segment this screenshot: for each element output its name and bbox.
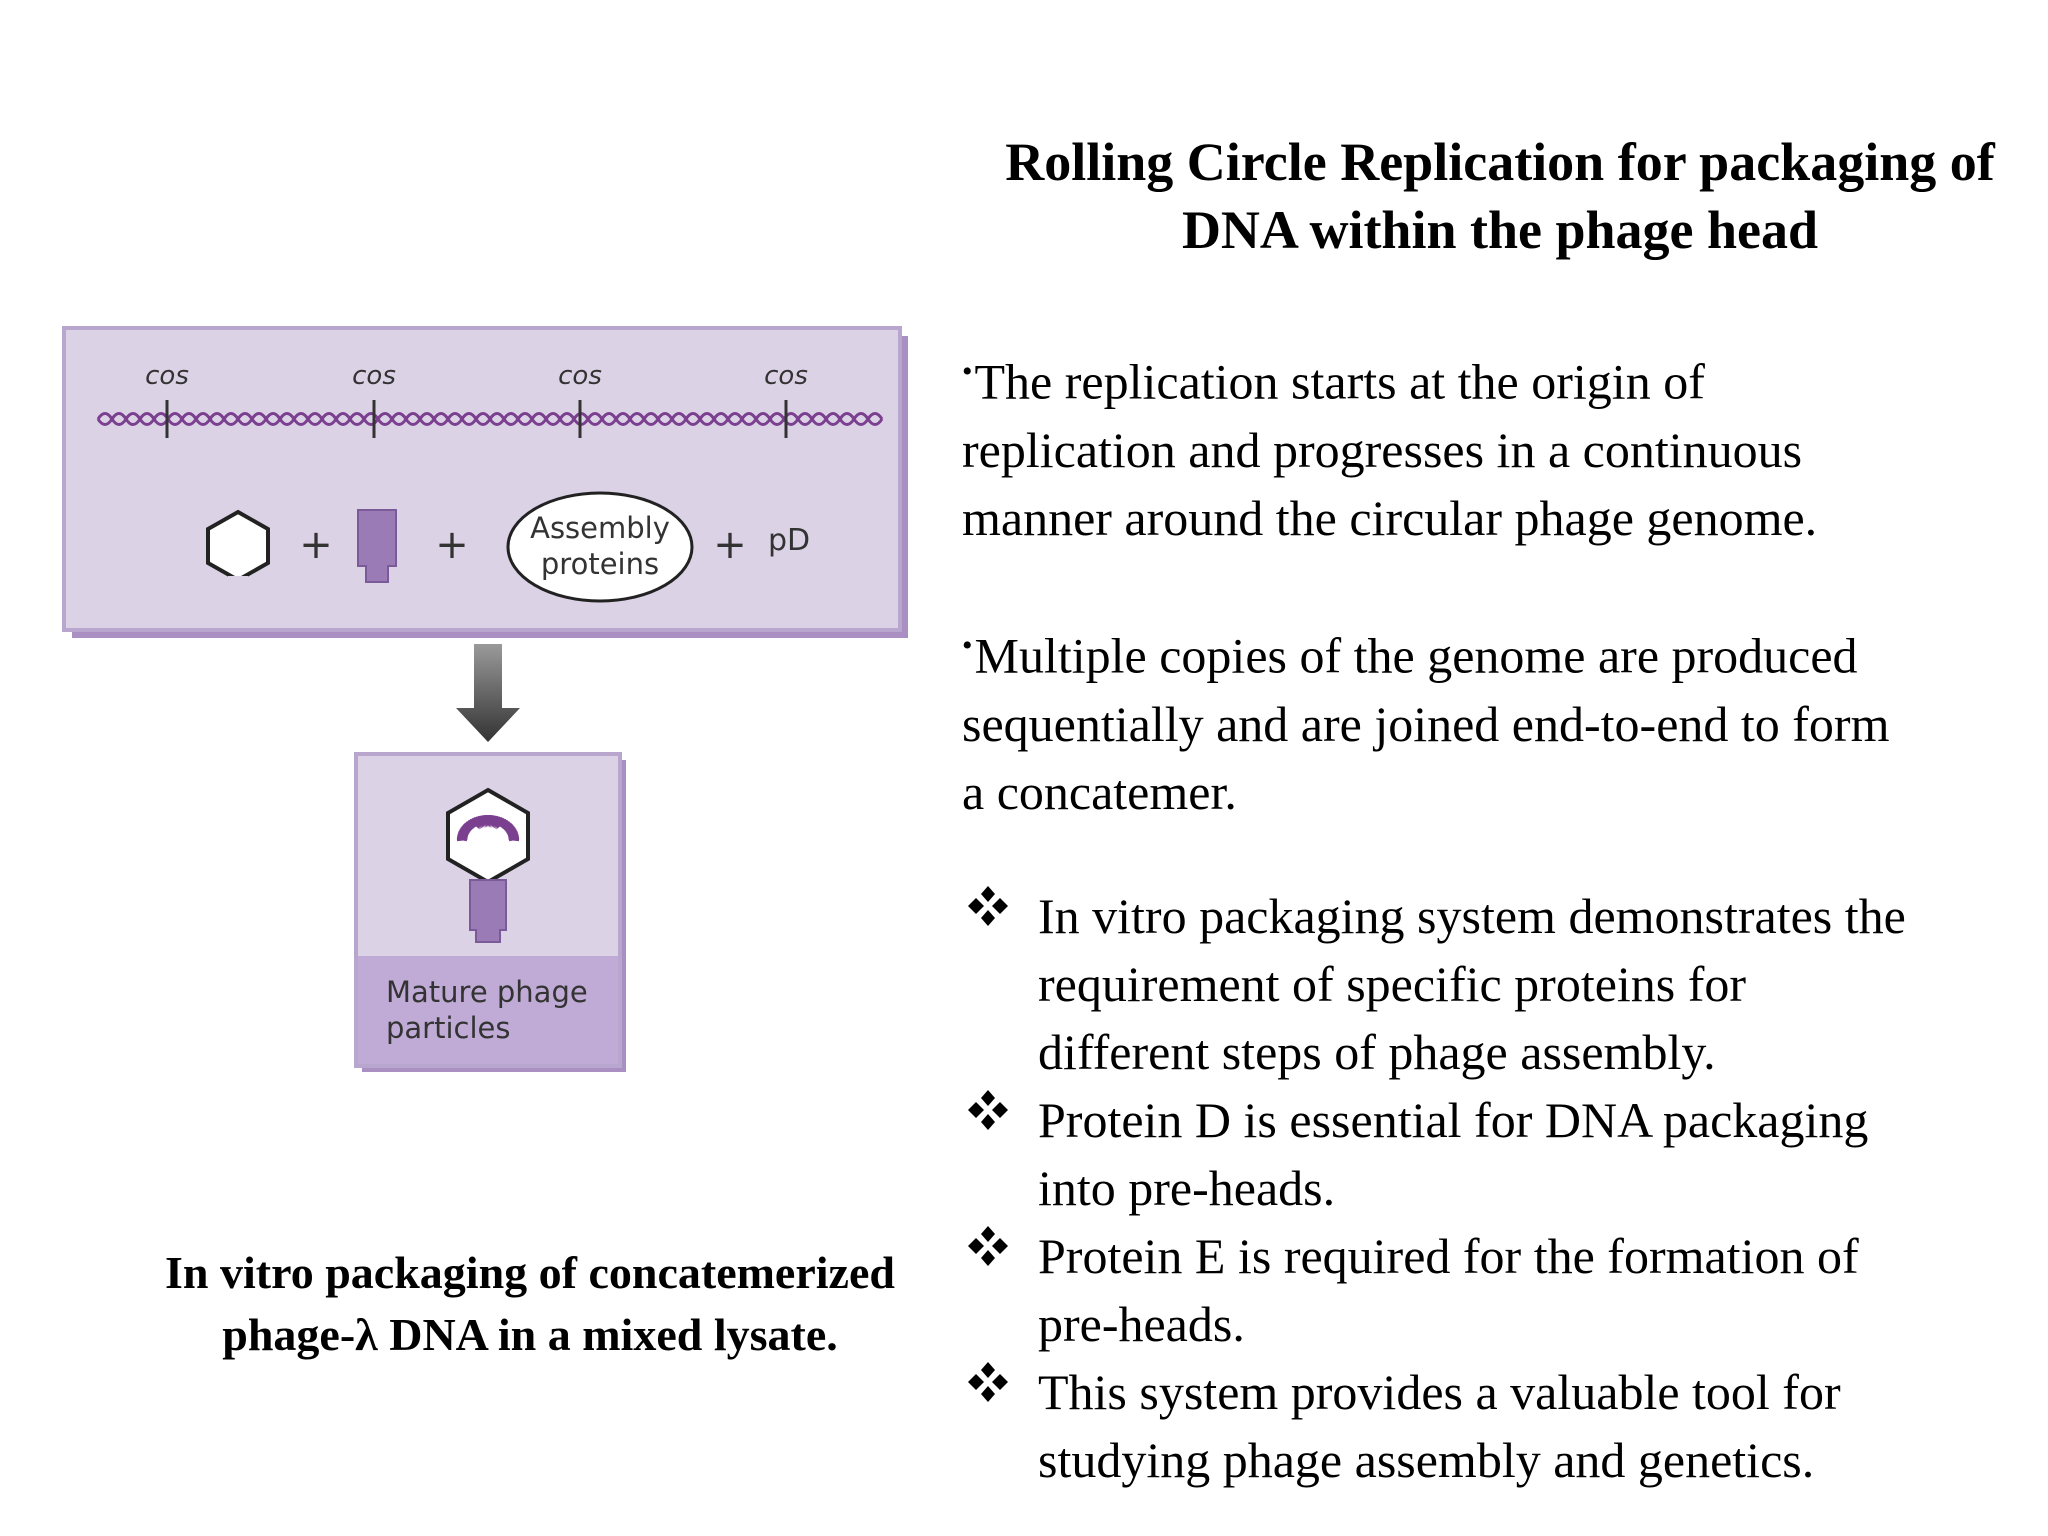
- mature-label-line-2: particles: [386, 1011, 510, 1045]
- mature-label-line-1: Mature phage: [386, 975, 588, 1009]
- cos-label: cos: [352, 361, 396, 391]
- paragraph-line: •Multiple copies of the genome are produ…: [962, 627, 1858, 684]
- cos-label: cos: [764, 361, 808, 391]
- tail-icon: [357, 509, 397, 583]
- diamond-bullet-icon: [968, 1362, 1008, 1402]
- slide-title: Rolling Circle Replication for packaging…: [960, 128, 2040, 264]
- diamond-bullet-icon: [968, 1090, 1008, 1130]
- paragraph-line: replication and progresses in a continuo…: [962, 421, 1803, 478]
- bullet-list: In vitro packaging system demonstrates t…: [962, 882, 2048, 1494]
- empty-head-icon: [206, 509, 270, 584]
- list-item: In vitro packaging system demonstrates t…: [962, 882, 2048, 1086]
- plus-sign: +: [299, 522, 333, 568]
- cos-sites: [165, 400, 788, 438]
- mature-label-band: [358, 956, 618, 1064]
- assembly-proteins-ellipse: [506, 491, 694, 603]
- down-arrow-icon: [456, 644, 520, 742]
- list-item: Protein D is essential for DNA packaging…: [962, 1086, 2048, 1222]
- paragraph-concatemer: •Multiple copies of the genome are produ…: [962, 612, 2042, 826]
- packaging-diagram: cos cos cos cos + + Assembly proteins + …: [0, 300, 960, 1100]
- assembly-label-line-2: proteins: [541, 547, 659, 581]
- assembly-label-line-1: Assembly: [530, 511, 670, 545]
- list-item: Protein E is required for the formation …: [962, 1222, 2048, 1358]
- list-item: This system provides a valuable tool for…: [962, 1358, 2048, 1494]
- paragraph-line: •The replication starts at the origin of: [962, 353, 1705, 410]
- top-panel: [62, 326, 902, 632]
- paragraph-replication-start: •The replication starts at the origin of…: [962, 338, 2042, 552]
- title-line-2: DNA within the phage head: [1181, 200, 1819, 260]
- bullet-dot: •: [962, 355, 973, 388]
- packaging-diagram-svg: cos cos cos cos + + Assembly proteins + …: [62, 326, 908, 1072]
- caption-line-1: In vitro packaging of concatemerized: [165, 1247, 895, 1298]
- plus-sign: +: [713, 522, 747, 568]
- pd-label: pD: [768, 523, 810, 558]
- packed-dna: [456, 814, 520, 842]
- figure-caption: In vitro packaging of concatemerized pha…: [100, 1242, 960, 1366]
- diamond-bullet-icon: [968, 1226, 1008, 1266]
- plus-sign: +: [435, 522, 469, 568]
- paragraph-line: sequentially and are joined end-to-end t…: [962, 695, 1890, 752]
- caption-line-2: phage-λ DNA in a mixed lysate.: [222, 1309, 838, 1360]
- paragraph-line: a concatemer.: [962, 763, 1237, 820]
- cos-label: cos: [558, 361, 602, 391]
- title-line-1: Rolling Circle Replication for packaging…: [1005, 132, 1995, 192]
- dna-concatemer: [96, 412, 884, 426]
- dna-strand-bottom: [96, 416, 884, 426]
- paragraph-line: manner around the circular phage genome.: [962, 489, 1818, 546]
- packed-dna-strand: [456, 814, 520, 842]
- bullet-dot: •: [962, 629, 973, 662]
- mature-phage-icon: [446, 787, 530, 943]
- diamond-bullet-icon: [968, 886, 1008, 926]
- cos-label: cos: [145, 361, 189, 391]
